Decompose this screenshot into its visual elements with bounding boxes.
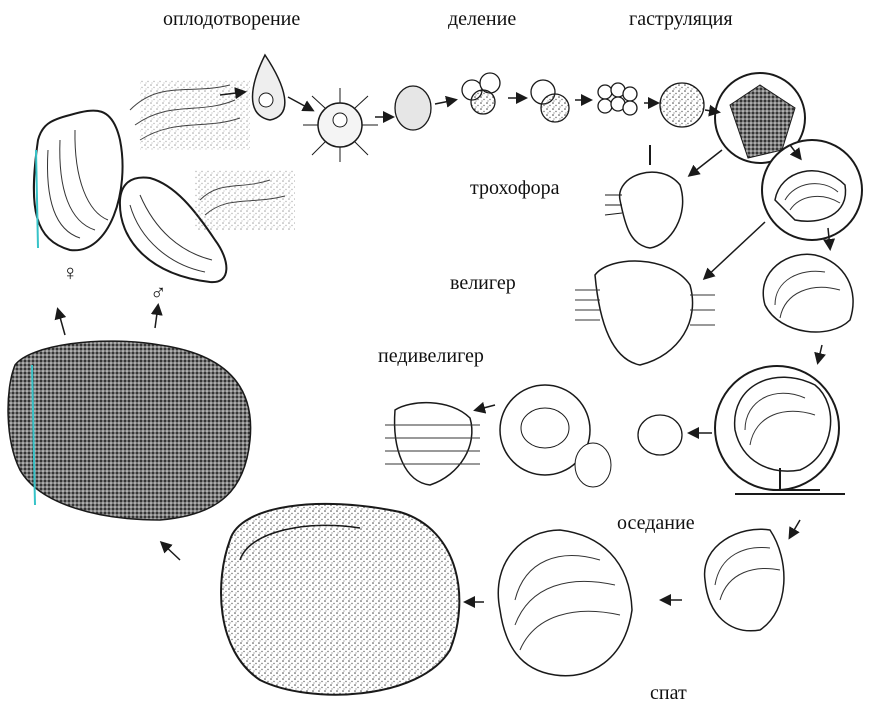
label-pediveliger: педивелигер	[378, 346, 484, 366]
male-symbol: ♂	[150, 282, 167, 304]
label-veliger: велигер	[450, 273, 516, 293]
label-spat: спат	[650, 683, 687, 703]
adult-oyster-female	[34, 111, 123, 251]
oyster-clump	[8, 341, 251, 520]
fertilized-egg	[303, 88, 378, 162]
spat-shell-large	[498, 530, 632, 676]
label-settlement: оседание	[617, 513, 695, 533]
female-symbol: ♀	[62, 262, 79, 284]
juvenile-oyster	[221, 504, 459, 695]
d-veliger-larva	[762, 140, 862, 240]
pediveliger-larva	[715, 366, 845, 494]
label-cleavage: деление	[448, 9, 516, 29]
egg-cell	[253, 55, 285, 120]
spat-shell-small	[705, 529, 784, 631]
cleavage-stages	[395, 73, 704, 130]
veliger-larva	[575, 261, 715, 365]
label-fertilization: оплодотворение	[163, 9, 300, 29]
trochophore-larva	[605, 145, 683, 248]
label-trochophore: трохофора	[470, 178, 560, 198]
pediveliger-small-stages	[385, 385, 682, 487]
label-gastrulation: гаструляция	[629, 9, 733, 29]
umbo-veliger-shell	[763, 254, 853, 332]
